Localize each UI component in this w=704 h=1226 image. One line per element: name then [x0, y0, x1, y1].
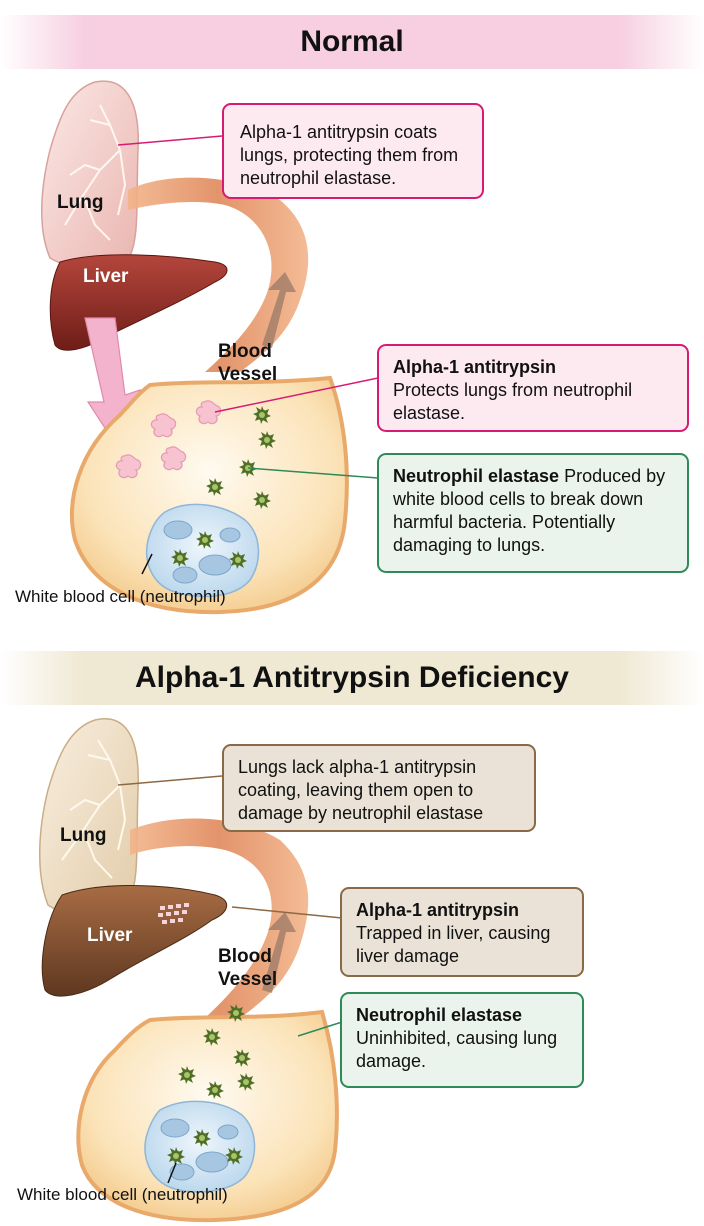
deficiency-banner: Alpha-1 Antitrypsin Deficiency [0, 651, 704, 705]
deficiency-vessel-label: Blood Vessel [218, 945, 277, 991]
deficiency-vessel-label-line2: Vessel [218, 969, 278, 990]
normal-callout-aat: Alpha-1 antitrypsin Protects lungs from … [377, 344, 689, 432]
normal-liver [49, 254, 228, 351]
normal-callout-aat-text: Protects lungs from neutrophil elastase. [393, 380, 633, 423]
deficiency-callout-lung-text: Lungs lack alpha-1 antitrypsin coating, … [238, 757, 484, 823]
normal-vessel-label-line2: Vessel [218, 364, 278, 385]
deficiency-callout-aat-text: Trapped in liver, causing liver damage [356, 923, 551, 966]
deficiency-callout-ne-title: Neutrophil elastase [356, 1005, 523, 1025]
deficiency-callout-aat: Alpha-1 antitrypsin Trapped in liver, ca… [340, 887, 584, 977]
deficiency-callout-ne-text: Uninhibited, causing lung damage. [356, 1028, 558, 1071]
normal-vessel-label: Blood Vessel [218, 340, 277, 386]
normal-lung-label: Lung [57, 192, 104, 213]
deficiency-lung-label: Lung [60, 825, 107, 846]
normal-callout-ne-text: Produced by white blood cells to break d… [393, 466, 666, 555]
normal-lung-airways [64, 104, 127, 241]
normal-title: Normal [300, 25, 404, 58]
deficiency-vessel [130, 818, 309, 1018]
trapped-aat-dots [158, 903, 189, 924]
deficiency-liver [41, 885, 228, 997]
normal-illustration [41, 80, 379, 615]
deficiency-illustration [39, 718, 343, 1223]
normal-callout-lung: Alpha-1 antitrypsin coats lungs, protect… [222, 103, 484, 199]
deficiency-lung-airways [61, 739, 127, 879]
normal-banner: Normal [0, 15, 704, 69]
normal-blood-cell-region [70, 375, 349, 615]
normal-vessel-label-line1: Blood [218, 341, 272, 362]
normal-callout-ne: Neutrophil elastase Produced by white bl… [377, 453, 689, 573]
normal-caption: White blood cell (neutrophil) [15, 587, 226, 606]
deficiency-callout-aat-title: Alpha-1 antitrypsin [356, 900, 520, 920]
normal-callout-lung-text: Alpha-1 antitrypsin coats lungs, protect… [240, 122, 459, 188]
deficiency-liver-label: Liver [87, 925, 133, 946]
deficiency-white-blood-cell [144, 1100, 256, 1193]
normal-vessel [128, 177, 309, 372]
deficiency-callout-lung: Lungs lack alpha-1 antitrypsin coating, … [222, 744, 536, 832]
normal-callout-ne-title: Neutrophil elastase [393, 466, 560, 486]
normal-liver-label: Liver [83, 266, 129, 287]
normal-white-blood-cell [145, 503, 260, 598]
deficiency-caption: White blood cell (neutrophil) [17, 1185, 228, 1204]
deficiency-callout-ne: Neutrophil elastase Uninhibited, causing… [340, 992, 584, 1088]
normal-callout-aat-title: Alpha-1 antitrypsin [393, 357, 557, 377]
deficiency-vessel-label-line1: Blood [218, 946, 272, 967]
deficiency-title: Alpha-1 Antitrypsin Deficiency [135, 661, 569, 694]
